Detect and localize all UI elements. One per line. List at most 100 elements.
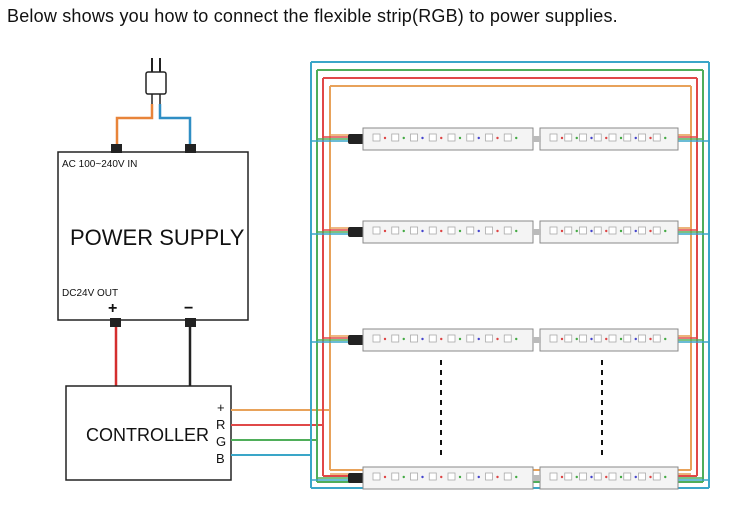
led-chip xyxy=(410,133,418,142)
ac-plug-icon xyxy=(145,58,167,104)
led-chip xyxy=(485,133,493,142)
led-chip xyxy=(372,472,381,481)
led-chip xyxy=(608,334,617,343)
led-chip xyxy=(623,226,632,235)
led-dot xyxy=(383,229,387,233)
led-dot xyxy=(477,337,480,341)
led-dot xyxy=(605,136,608,140)
strip-joint xyxy=(533,337,541,343)
led-chip xyxy=(564,334,573,343)
led-dot xyxy=(634,136,637,140)
led-chip xyxy=(623,133,632,142)
led-dot xyxy=(605,229,608,233)
ac-input-label: AC 100~240V IN xyxy=(62,159,137,170)
led-dot xyxy=(575,136,578,140)
led-chip xyxy=(652,133,661,142)
controller-terminal-b: B xyxy=(216,451,225,466)
controller-terminal-plus: + xyxy=(217,400,225,415)
led-chip xyxy=(466,472,475,481)
led-dot xyxy=(440,337,443,341)
led-chip xyxy=(391,472,400,481)
dc-output-label: DC24V OUT xyxy=(62,288,118,299)
led-dot xyxy=(383,337,387,341)
led-dot xyxy=(440,229,443,233)
led-dot xyxy=(515,337,518,341)
led-dot xyxy=(605,475,608,479)
led-dot xyxy=(402,136,405,140)
led-dot xyxy=(634,229,637,233)
led-dot xyxy=(560,337,564,341)
led-chip xyxy=(391,226,400,235)
led-chip xyxy=(485,226,493,235)
led-dot xyxy=(496,136,499,140)
led-chip xyxy=(564,133,573,142)
controller-title: CONTROLLER xyxy=(86,425,209,445)
led-chip xyxy=(447,133,456,142)
led-chip xyxy=(410,226,418,235)
led-chip xyxy=(428,334,437,343)
controller-terminal-r: R xyxy=(216,417,225,432)
led-dot xyxy=(477,475,480,479)
led-dot xyxy=(649,337,652,341)
led-chip xyxy=(372,334,381,343)
led-dot xyxy=(560,475,564,479)
led-dot xyxy=(496,475,499,479)
ac-wire-orange xyxy=(115,104,154,148)
led-chip xyxy=(564,472,573,481)
ac-wire-blue xyxy=(158,104,192,148)
led-chip xyxy=(652,226,661,235)
led-dot xyxy=(664,337,667,341)
led-dot xyxy=(421,337,424,341)
led-chip xyxy=(372,133,381,142)
led-dot xyxy=(477,229,480,233)
led-dot xyxy=(440,136,443,140)
led-chip xyxy=(503,226,512,235)
led-chip xyxy=(638,133,646,142)
controller-box: CONTROLLER + R G B xyxy=(65,385,232,481)
led-chip xyxy=(579,472,587,481)
led-chip xyxy=(485,472,493,481)
led-chip xyxy=(428,472,437,481)
minus-terminal-label: − xyxy=(184,300,193,317)
led-dot xyxy=(560,136,564,140)
led-chip xyxy=(593,334,602,343)
strip-connector-left xyxy=(348,227,364,237)
plus-terminal-label: + xyxy=(108,300,117,317)
led-chip xyxy=(410,472,418,481)
led-dot xyxy=(496,229,499,233)
led-chip xyxy=(638,334,646,343)
strip-connector-left xyxy=(348,134,364,144)
led-dot xyxy=(590,475,593,479)
led-chip xyxy=(410,334,418,343)
led-chip xyxy=(466,133,475,142)
led-dot xyxy=(619,229,623,233)
led-chip xyxy=(466,226,475,235)
led-chip xyxy=(466,334,475,343)
led-dot xyxy=(619,475,623,479)
led-chip xyxy=(564,226,573,235)
led-chip xyxy=(428,226,437,235)
led-chip xyxy=(485,334,493,343)
strip-joint xyxy=(533,229,541,235)
led-chip xyxy=(608,472,617,481)
led-chip xyxy=(579,226,587,235)
led-dot xyxy=(649,136,652,140)
led-dot xyxy=(421,475,424,479)
led-dot xyxy=(590,337,593,341)
controller-terminal-g: G xyxy=(216,434,226,449)
led-dot xyxy=(402,229,405,233)
led-dot xyxy=(619,337,623,341)
diagram-caption: Below shows you how to connect the flexi… xyxy=(7,6,618,26)
led-chip xyxy=(593,133,602,142)
led-chip xyxy=(579,133,587,142)
led-dot xyxy=(458,337,462,341)
led-chip xyxy=(549,472,558,481)
led-dot xyxy=(664,229,667,233)
led-chip xyxy=(503,133,512,142)
led-chip xyxy=(447,334,456,343)
led-dot xyxy=(421,136,424,140)
led-dot xyxy=(383,475,387,479)
led-dot xyxy=(458,136,462,140)
led-chip xyxy=(608,226,617,235)
